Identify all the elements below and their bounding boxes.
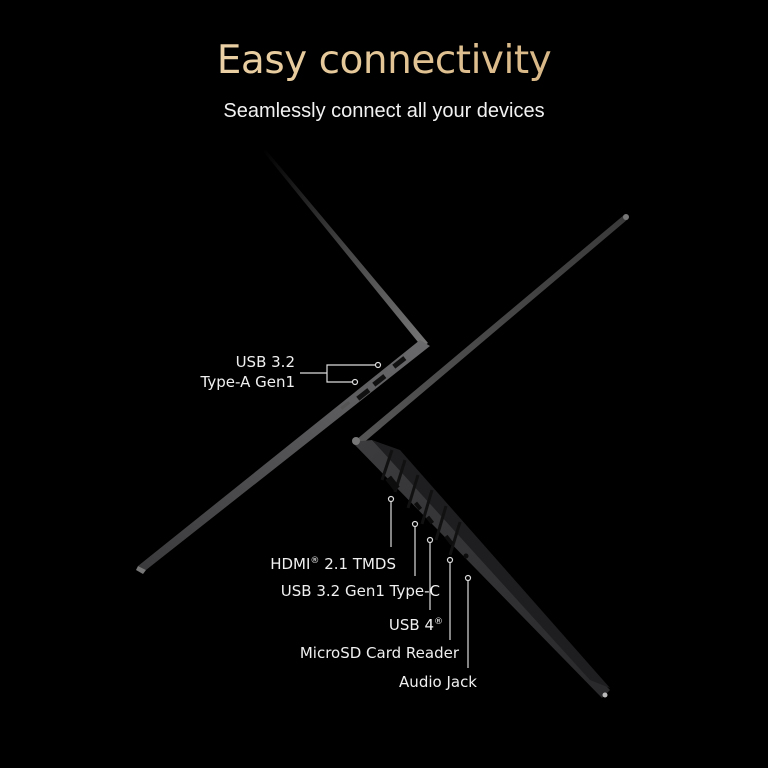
page-subtitle: Seamlessly connect all your devices xyxy=(223,100,545,122)
right-laptop xyxy=(352,214,629,698)
audio-jack-label: Audio Jack xyxy=(399,673,477,691)
left-laptop xyxy=(136,150,430,574)
right-port-callout-lines xyxy=(387,495,472,668)
usb-a-label: USB 3.2 Type-A Gen1 xyxy=(201,352,295,392)
usb-a-callout-lines xyxy=(300,361,382,386)
usb4-label: USB 4® xyxy=(388,616,443,634)
usb-a-label-line1: USB 3.2 xyxy=(235,353,295,371)
hdmi-label: HDMI® 2.1 TMDS xyxy=(270,555,396,573)
microsd-label: MicroSD Card Reader xyxy=(299,644,459,662)
page-title: Easy connectivity xyxy=(0,38,768,83)
usb-c-label: USB 3.2 Gen1 Type-C xyxy=(280,582,440,600)
usb-a-label-line2: Type-A Gen1 xyxy=(200,373,295,391)
